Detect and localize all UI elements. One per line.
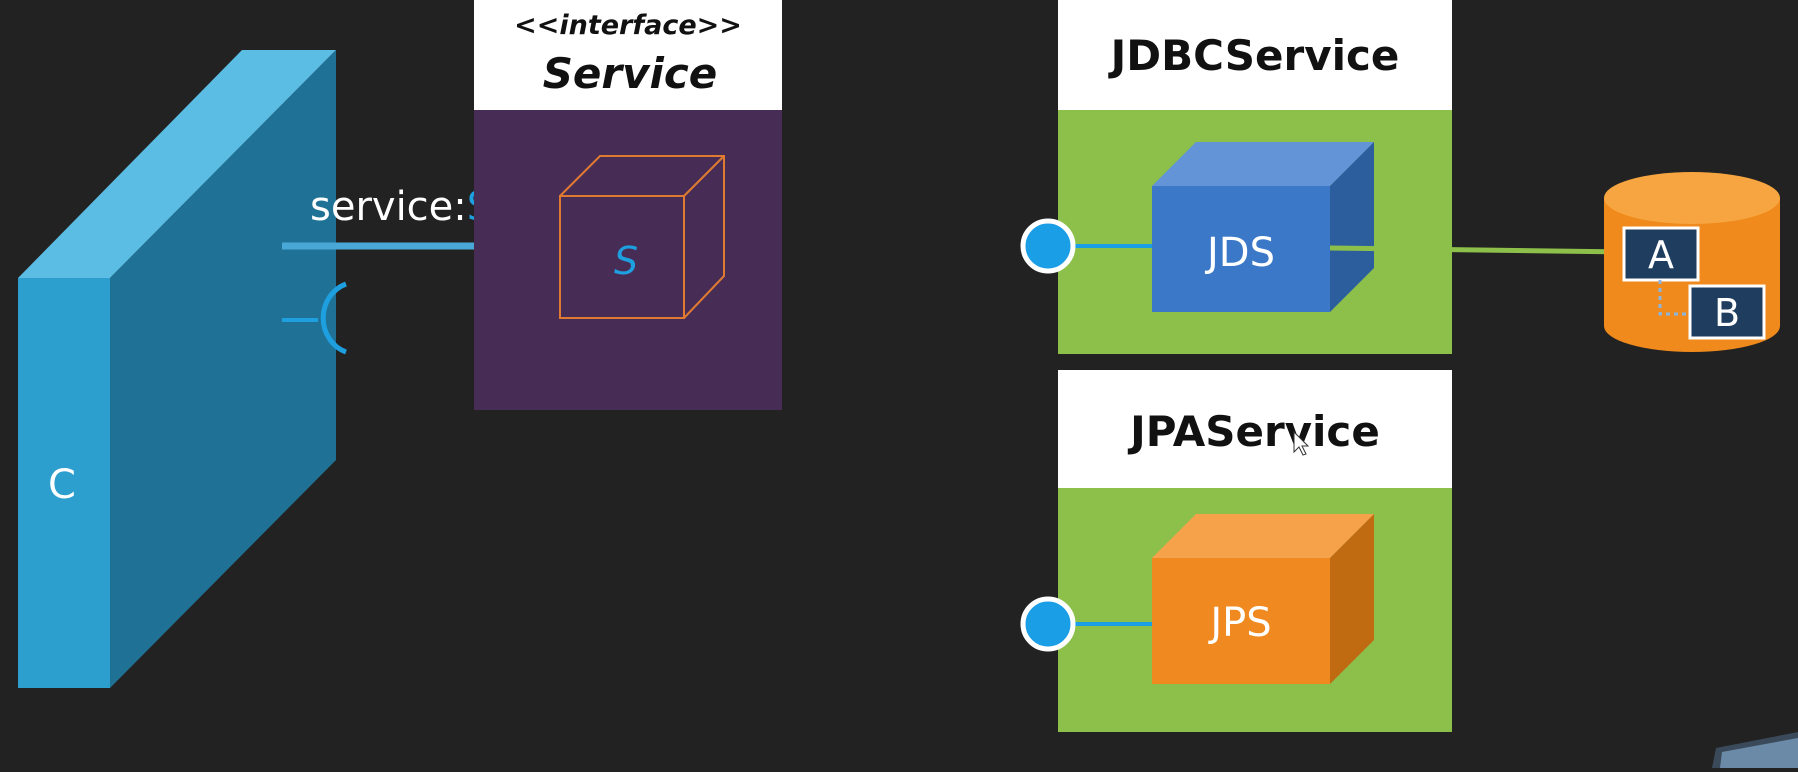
jds-to-database-arrow bbox=[1329, 239, 1631, 265]
interface-box: <<interface>> Service S bbox=[474, 0, 782, 410]
database-cylinder: A B bbox=[1604, 172, 1780, 352]
client-side-face bbox=[110, 50, 336, 688]
interface-cube-label: S bbox=[614, 239, 638, 283]
client-label: C bbox=[48, 462, 76, 508]
jds-cube-label: JDS bbox=[1204, 230, 1275, 276]
mouse-cursor bbox=[1293, 430, 1310, 456]
table-a-box bbox=[1622, 226, 1700, 282]
required-interface-socket bbox=[282, 281, 347, 355]
jpa-provided-port bbox=[1020, 596, 1076, 652]
client-front-face bbox=[18, 278, 110, 688]
client-component: C bbox=[18, 50, 336, 688]
interface-stereotype: <<interface>> bbox=[514, 10, 742, 41]
corner-device-fragment bbox=[1712, 732, 1798, 768]
interface-body bbox=[474, 110, 782, 410]
jpa-service-box: JPAService JPS bbox=[1020, 370, 1452, 732]
jdbc-service-box: JDBCService JDS bbox=[1020, 0, 1452, 354]
table-relation-line bbox=[1658, 280, 1690, 316]
jps-cube bbox=[1152, 514, 1374, 684]
table-b-label: B bbox=[1714, 291, 1740, 335]
interface-header bbox=[474, 0, 782, 110]
jdbc-service-header bbox=[1058, 0, 1452, 110]
table-b-box bbox=[1688, 284, 1766, 340]
interface-cube-outline bbox=[559, 155, 725, 319]
socket-arc bbox=[320, 281, 347, 355]
client-top-face bbox=[18, 50, 336, 278]
dependency-field-name: service: bbox=[310, 184, 467, 230]
table-a-label: A bbox=[1648, 233, 1674, 277]
jdbc-service-name: JDBCService bbox=[1108, 31, 1400, 80]
jpa-service-header bbox=[1058, 370, 1452, 488]
jdbc-provided-port bbox=[1020, 218, 1076, 274]
interface-name: Service bbox=[543, 49, 718, 98]
jds-cube bbox=[1152, 142, 1374, 312]
jpa-service-name: JPAService bbox=[1127, 407, 1380, 456]
jps-cube-label: JPS bbox=[1207, 600, 1271, 646]
dependency-label: service:S bbox=[310, 184, 492, 230]
